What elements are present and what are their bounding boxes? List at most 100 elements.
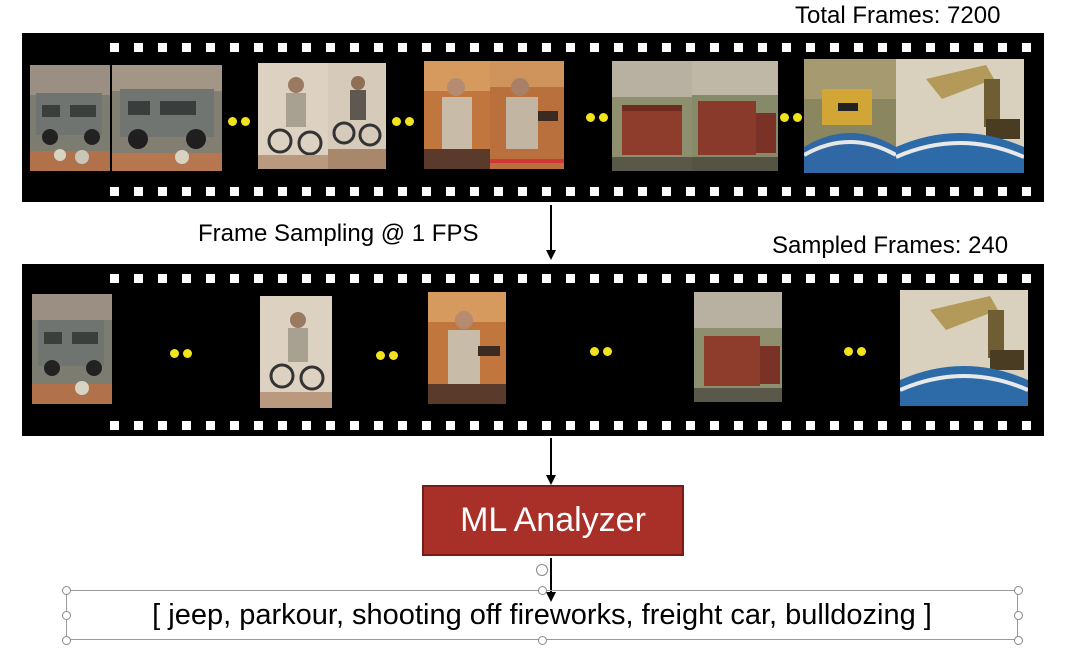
sprocket-hole [110,274,119,283]
sprocket-hole [374,274,383,283]
sprocket-hole [422,43,431,52]
resize-handle-bottom-left[interactable] [62,636,71,645]
sprocket-hole [326,43,335,52]
output-labels-box[interactable]: [ jeep, parkour, shooting off fireworks,… [66,590,1018,640]
sprocket-hole [830,274,839,283]
sprocket-hole [710,274,719,283]
fireworks-frame-2 [490,61,564,169]
sprocket-hole [398,43,407,52]
sprocket-hole [782,274,791,283]
sprocket-hole [542,187,551,196]
ellipsis-dots-bottom-2 [376,351,400,361]
rotate-handle[interactable] [536,564,548,576]
sprocket-hole [878,274,887,283]
sprocket-hole [902,274,911,283]
sprocket-hole [710,421,719,430]
resize-handle-top-right[interactable] [1014,586,1023,595]
sprocket-hole [350,421,359,430]
sprocket-hole [350,187,359,196]
sprocket-hole [638,43,647,52]
sprocket-hole [374,421,383,430]
ellipsis-dots-top-4 [780,113,804,123]
sprocket-hole [422,187,431,196]
sampling-label: Frame Sampling @ 1 FPS [198,220,479,247]
fireworks-frame-1 [424,61,490,169]
sprocket-hole [542,421,551,430]
sprocket-hole [974,43,983,52]
sprocket-hole [902,43,911,52]
resize-handle-bottom-mid[interactable] [538,636,547,645]
resize-handle-mid-left[interactable] [62,611,71,620]
sprocket-hole [998,43,1007,52]
sprocket-hole [1022,274,1031,283]
resize-handle-top-left[interactable] [62,586,71,595]
sprocket-hole [134,187,143,196]
sprocket-hole [134,43,143,52]
sprocket-hole [1022,43,1031,52]
sprocket-hole [614,421,623,430]
parkour-frame-1 [258,63,328,169]
sprocket-hole [206,187,215,196]
analyzer-output-arrow-line [550,558,552,594]
sprocket-hole [998,421,1007,430]
sprocket-hole [206,421,215,430]
sprocket-hole [494,187,503,196]
sprocket-hole [350,274,359,283]
sprocket-hole [782,421,791,430]
sprocket-hole [494,43,503,52]
train-sample [694,292,782,402]
sprocket-hole [422,421,431,430]
sprocket-hole [638,187,647,196]
sprocket-hole [182,274,191,283]
parkour-frame-2 [328,63,386,169]
sprocket-hole [230,274,239,283]
sprocket-hole [638,274,647,283]
sprocket-hole [158,421,167,430]
sprocket-hole [950,187,959,196]
sprocket-hole [878,421,887,430]
ellipsis-dots-top-3 [586,113,610,123]
top-film-strip [22,33,1044,202]
resize-handle-top-mid[interactable] [538,586,547,595]
sprocket-hole [374,43,383,52]
sprocket-hole [134,274,143,283]
sprocket-hole [206,274,215,283]
sprocket-hole [974,274,983,283]
sprocket-hole [470,43,479,52]
sprocket-hole [782,43,791,52]
sprocket-hole [590,43,599,52]
sprocket-hole [326,421,335,430]
sprocket-hole [110,43,119,52]
sprocket-hole [518,421,527,430]
bulldozer-frame-2 [896,59,1024,173]
sprocket-hole [806,421,815,430]
sprocket-hole [302,421,311,430]
sprocket-hole [782,187,791,196]
resize-handle-bottom-right[interactable] [1014,636,1023,645]
resize-handle-mid-right[interactable] [1014,611,1023,620]
sprocket-hole [926,274,935,283]
total-frames-label: Total Frames: 7200 [795,2,1001,29]
sprocket-hole [230,43,239,52]
sprocket-hole [398,187,407,196]
sprocket-hole [614,274,623,283]
sprocket-hole [902,421,911,430]
sprocket-hole [686,187,695,196]
analyzer-input-arrow-head [546,475,556,485]
sprocket-hole [494,274,503,283]
sprocket-hole [302,187,311,196]
ml-analyzer-box: ML Analyzer [422,485,684,556]
train-frame-2 [692,61,778,171]
sprocket-hole [566,187,575,196]
sprocket-hole [134,421,143,430]
sprocket-hole [470,274,479,283]
sprocket-hole [902,187,911,196]
sprocket-hole [518,274,527,283]
sprocket-hole [590,187,599,196]
sprocket-hole [350,43,359,52]
sprocket-hole [974,421,983,430]
sprocket-hole [734,274,743,283]
sprocket-hole [854,187,863,196]
ellipsis-dots-bottom-4 [844,347,868,357]
analyzer-input-arrow-line [550,438,552,476]
